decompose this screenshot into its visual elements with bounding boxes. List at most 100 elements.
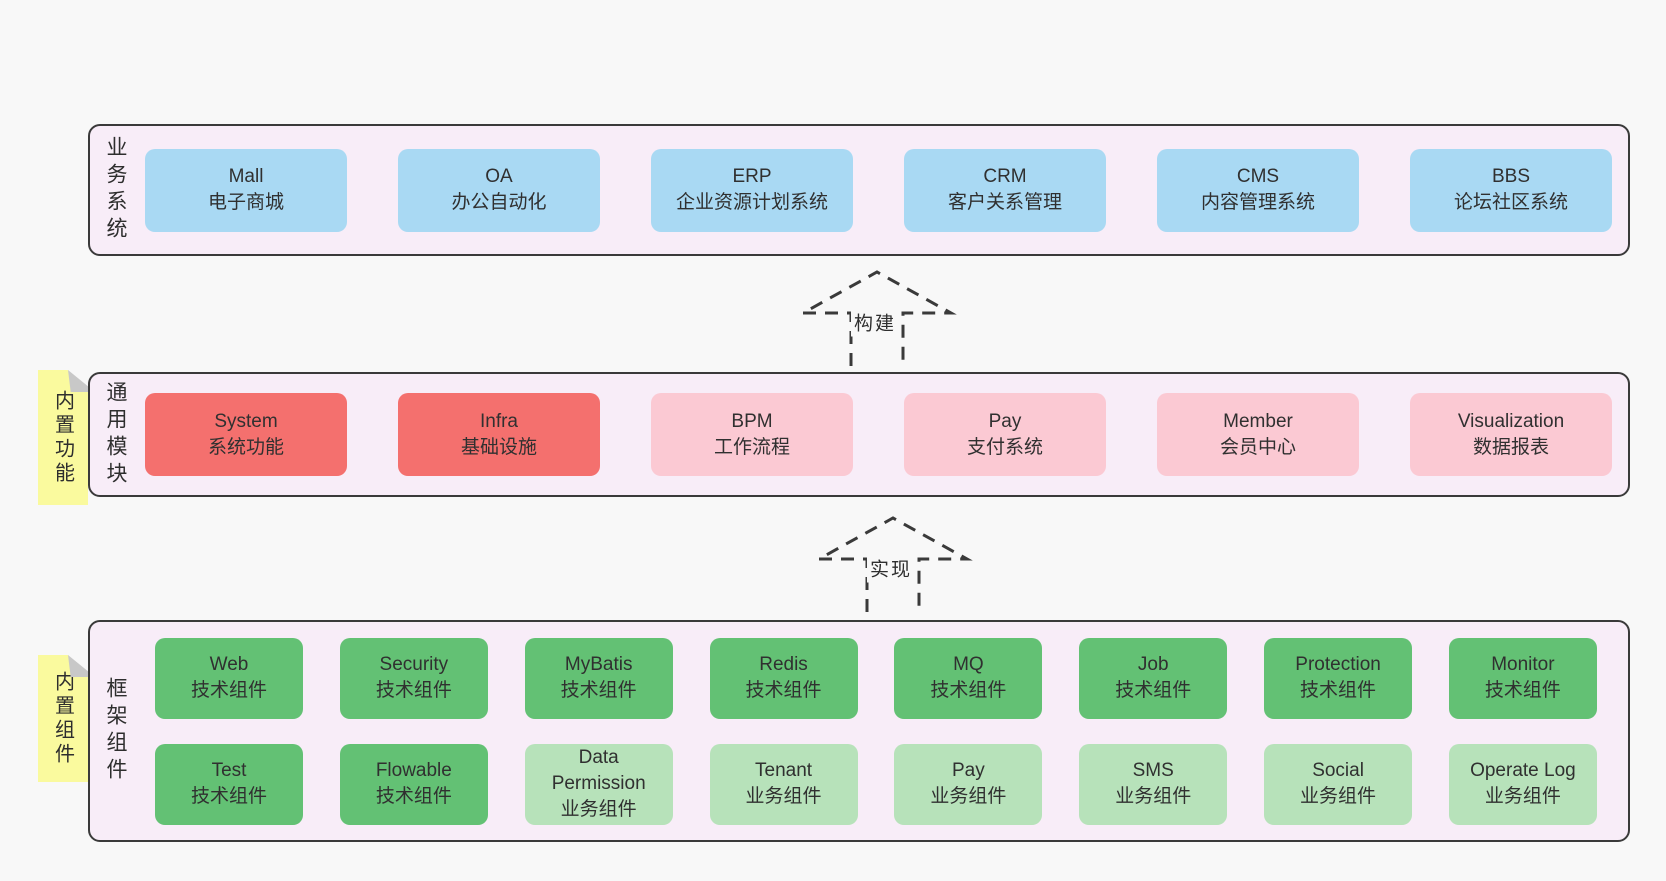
box-subtitle: 支付系统 xyxy=(966,436,1043,458)
layer-rows: System 系统功能 Infra 基础设施 BPM 工作流程 Pay 支付系统 Member 会… xyxy=(90,374,1628,495)
box-redis: Redis 技术组件 xyxy=(709,637,858,719)
box-title: MyBatis xyxy=(564,654,633,675)
box-subtitle: 业务组件 xyxy=(1300,786,1377,807)
layer-label: 框架组件 xyxy=(104,677,127,785)
box-subtitle: 技术组件 xyxy=(560,680,637,701)
box-title: Tenant xyxy=(755,760,813,781)
box-title: Monitor xyxy=(1491,654,1555,675)
box-oa: OA 办公自动化 xyxy=(398,148,600,232)
arrow-label-implement: 实现 xyxy=(866,553,916,583)
arrow-label-build: 构建 xyxy=(850,307,900,337)
box-title: Security xyxy=(379,654,449,675)
box-subtitle: 办公自动化 xyxy=(451,192,547,213)
box-tenant: Tenant 业务组件 xyxy=(709,743,858,825)
box-subtitle: 技术组件 xyxy=(190,680,267,701)
box-subtitle: 基础设施 xyxy=(460,436,537,458)
box-title: ERP xyxy=(732,166,772,187)
box-subtitle: 业务组件 xyxy=(1484,786,1561,807)
box-title: BPM xyxy=(731,410,773,432)
box-subtitle: 数据报表 xyxy=(1472,436,1549,458)
box-subtitle: 技术组件 xyxy=(190,786,267,807)
sticky-note-body: 内置功能 xyxy=(38,370,88,505)
box-title: Flowable xyxy=(375,760,452,781)
box-subtitle: 系统功能 xyxy=(207,436,284,458)
box-social: Social 业务组件 xyxy=(1264,743,1413,825)
layer-label: 业务系统 xyxy=(104,136,127,244)
box-mybatis: MyBatis 技术组件 xyxy=(524,637,673,719)
box-title: System xyxy=(214,410,278,432)
box-title: CMS xyxy=(1236,166,1280,187)
box-title: Pay xyxy=(952,760,985,781)
box-bpm: BPM 工作流程 xyxy=(651,393,853,476)
box-subtitle: 客户关系管理 xyxy=(947,192,1062,213)
sticky-note-text: 内置功能 xyxy=(51,389,74,486)
box-title: OA xyxy=(485,166,513,187)
box-title: BBS xyxy=(1491,166,1531,187)
box-title: Web xyxy=(209,654,249,675)
box-title: Visualization xyxy=(1457,410,1565,432)
box-title: Pay xyxy=(988,410,1022,432)
box-cms: CMS 内容管理系统 xyxy=(1157,148,1359,232)
box-title: Operate Log xyxy=(1470,760,1576,781)
box-subtitle: 技术组件 xyxy=(1484,680,1561,701)
box-subtitle: 电子商城 xyxy=(207,192,284,213)
box-sms: SMS 业务组件 xyxy=(1079,743,1228,825)
box-row: System 系统功能 Infra 基础设施 BPM 工作流程 Pay 支付系统 Member 会… xyxy=(145,393,1612,476)
box-bbs: BBS 论坛社区系统 xyxy=(1410,148,1612,232)
sticky-note-builtin-components: 内置组件 xyxy=(38,655,95,782)
box-title: MQ xyxy=(953,654,984,675)
box-flowable: Flowable 技术组件 xyxy=(339,743,488,825)
box-title: Job xyxy=(1137,654,1169,675)
box-subtitle: 技术组件 xyxy=(375,786,452,807)
box-infra: Infra 基础设施 xyxy=(398,393,600,476)
box-job: Job 技术组件 xyxy=(1079,637,1228,719)
box-mq: MQ 技术组件 xyxy=(894,637,1043,719)
box-test: Test 技术组件 xyxy=(155,743,303,825)
box-subtitle: 业务组件 xyxy=(1115,786,1192,807)
box-erp: ERP 企业资源计划系统 xyxy=(651,148,853,232)
box-title: Protection xyxy=(1295,654,1381,675)
box-crm: CRM 客户关系管理 xyxy=(904,148,1106,232)
box-subtitle: 技术组件 xyxy=(375,680,452,701)
box-subtitle: 技术组件 xyxy=(930,680,1007,701)
box-subtitle: 论坛社区系统 xyxy=(1453,192,1568,213)
box-title: SMS xyxy=(1132,760,1174,781)
box-title: Redis xyxy=(759,654,808,675)
box-subtitle: 技术组件 xyxy=(1300,680,1377,701)
box-operate-log: Operate Log 业务组件 xyxy=(1448,743,1597,825)
box-subtitle: 工作流程 xyxy=(713,436,790,458)
box-title: Test xyxy=(211,760,247,781)
box-title: Infra xyxy=(479,410,519,432)
box-subtitle: 企业资源计划系统 xyxy=(675,192,828,213)
box-monitor: Monitor 技术组件 xyxy=(1448,637,1597,719)
box-protection: Protection 技术组件 xyxy=(1264,637,1413,719)
box-web: Web 技术组件 xyxy=(155,637,303,719)
box-subtitle: 内容管理系统 xyxy=(1200,192,1315,213)
box-pay: Pay 支付系统 xyxy=(904,393,1106,476)
box-subtitle: 技术组件 xyxy=(745,680,822,701)
sticky-note-builtin-features: 内置功能 xyxy=(38,370,95,505)
layer-common-modules: 通用模块 System 系统功能 Infra 基础设施 BPM 工作流程 Pay 支付系统 Me… xyxy=(88,372,1630,497)
box-subtitle: 业务组件 xyxy=(745,786,822,807)
box-security: Security 技术组件 xyxy=(339,637,488,719)
sticky-note-text: 内置组件 xyxy=(51,670,74,767)
box-title: CRM xyxy=(983,166,1027,187)
box-subtitle: 会员中心 xyxy=(1219,436,1296,458)
layer-label: 通用模块 xyxy=(104,380,127,489)
box-system: System 系统功能 xyxy=(145,393,347,476)
box-visualization: Visualization 数据报表 xyxy=(1410,393,1612,476)
box-subtitle: 技术组件 xyxy=(1115,680,1192,701)
box-member: Member 会员中心 xyxy=(1157,393,1359,476)
box-title: Social xyxy=(1312,760,1364,781)
box-title: Member xyxy=(1223,410,1293,432)
